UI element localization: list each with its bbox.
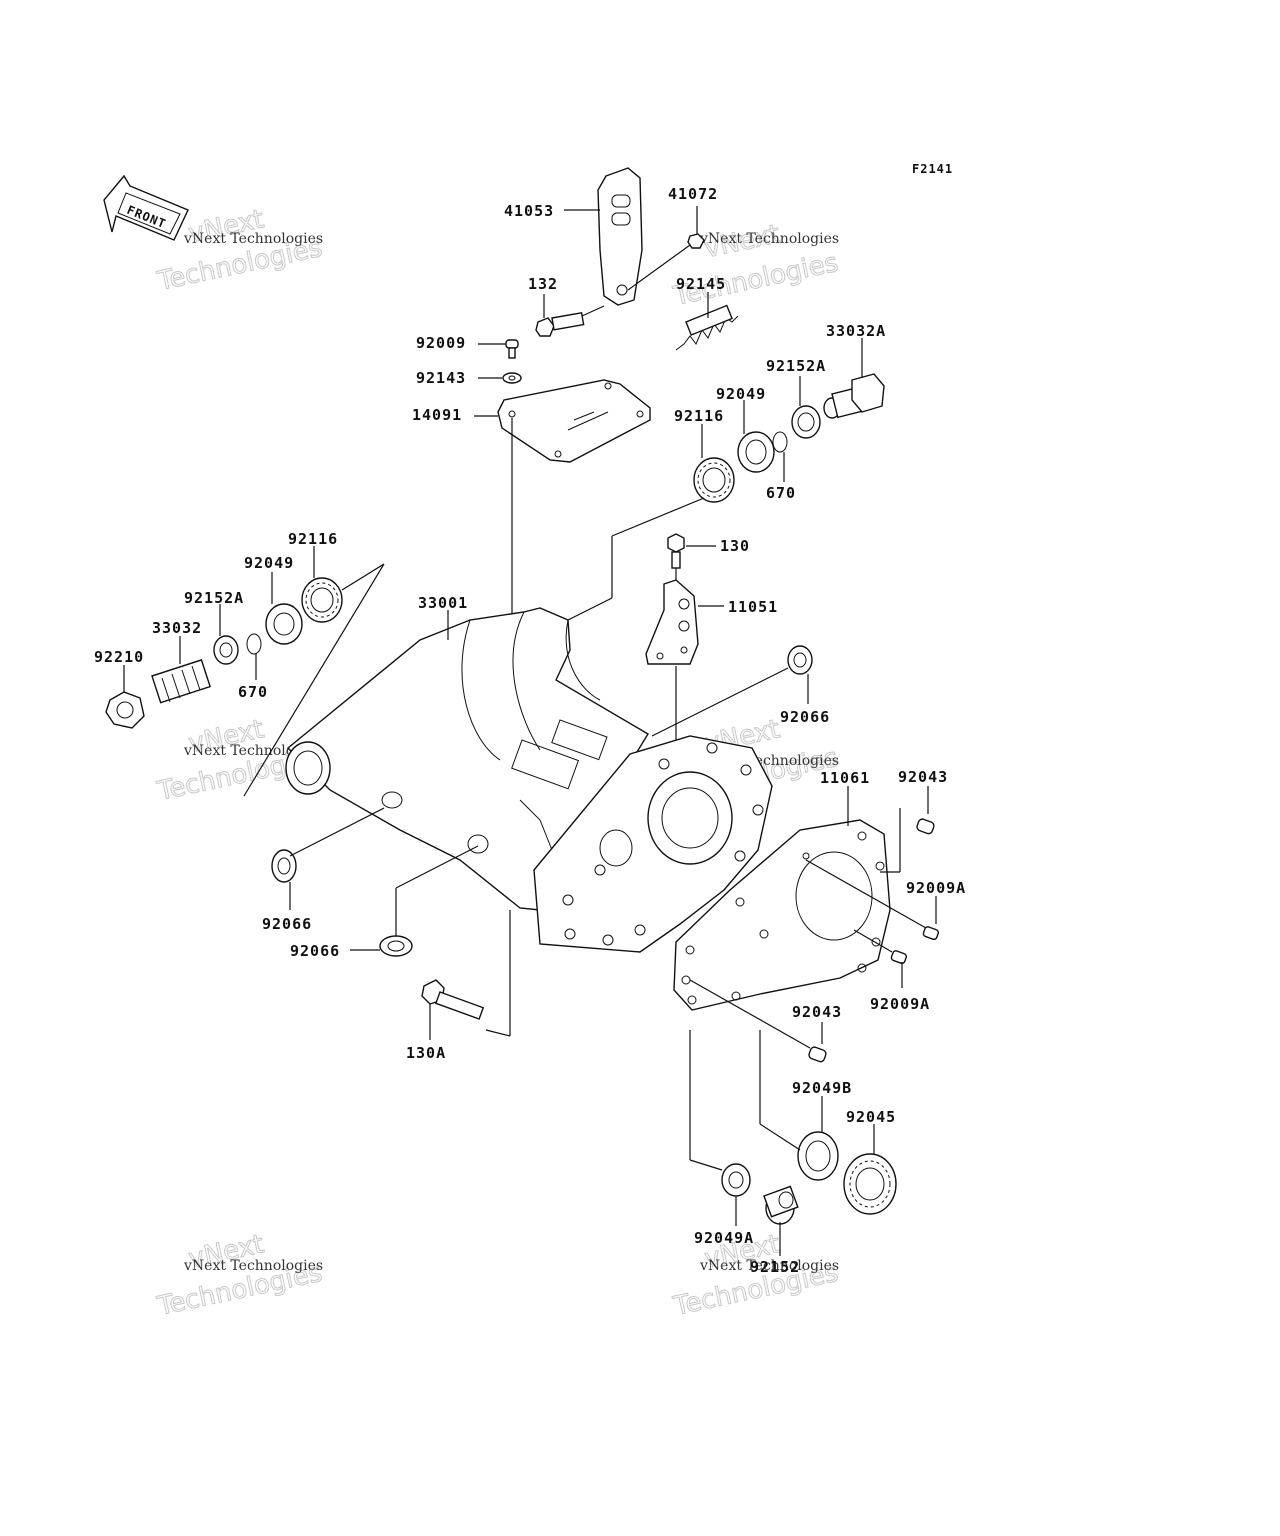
part-label-41053: 41053 [504,202,554,220]
nut-92210-part [105,665,145,729]
part-label-92009A-right: 92009A [906,879,966,897]
dowel-92043-bottom-part [689,979,827,1063]
part-label-92066-right: 92066 [780,708,830,726]
bracket-41053-part [564,167,643,306]
bearing-92045-part [843,1124,897,1215]
watermark-top-right: vNext Technologies [670,219,842,313]
part-label-92049B: 92049B [792,1079,852,1097]
part-label-92066-left: 92066 [262,915,312,933]
diagram-code: F2141 [912,162,953,176]
bolt-130-part [667,533,716,590]
collar-92152-part [763,1185,799,1256]
part-label-92045: 92045 [846,1108,896,1126]
nut-41072-part [627,206,705,291]
part-label-92152: 92152 [750,1258,800,1276]
seal-92049-left-part [265,572,303,645]
watermark-text: vNext Technologies [183,1258,323,1274]
watermark-text: vNext Technologies [699,231,839,247]
part-label-670-right: 670 [766,484,796,502]
part-label-92116-left: 92116 [288,530,338,548]
bearing-92116-right-part [567,424,735,621]
part-label-92152A-right: 92152A [766,357,826,375]
part-label-130A: 130A [406,1044,446,1062]
washer-92152A-left-part [213,604,239,665]
part-label-92066-bottom: 92066 [290,942,340,960]
part-label-92210: 92210 [94,648,144,666]
part-label-33032A: 33032A [826,322,886,340]
screw-92009-part [478,339,519,359]
part-label-92009A-bottom: 92009A [870,995,930,1013]
front-arrow-icon: FRONT [103,174,189,241]
bushing-92066-right-part [651,645,813,737]
watermark-text: vNext Technologies [183,743,323,759]
part-label-92152A-left: 92152A [184,589,244,607]
part-label-92043-bottom: 92043 [792,1003,842,1021]
washer-92143-part [478,372,522,384]
circlip-670-left-part [246,633,262,680]
bushing-92066-bottom-part [350,845,479,957]
watermark-text: vNext Technologies [699,1258,839,1274]
dowel-92043-top-part [880,786,935,873]
part-label-92143: 92143 [416,369,466,387]
part-label-92043-top: 92043 [898,768,948,786]
bolt-33032-part [151,636,211,704]
gasket-11061-part [673,786,891,1011]
part-label-33032: 33032 [152,619,202,637]
part-label-33001: 33001 [418,594,468,612]
screw-92009A-bottom-part [853,929,908,988]
part-label-92116-right: 92116 [674,407,724,425]
seal-92049A-part [689,1030,751,1226]
seal-92049B-part [759,1030,839,1181]
part-label-11051: 11051 [728,598,778,616]
part-label-130: 130 [720,537,750,555]
bushing-92066-left-part [271,807,385,910]
part-label-92009: 92009 [416,334,466,352]
bolt-33032A-part [823,338,885,419]
bearing-92116-left-part [243,546,385,797]
bracket-11051-part [645,579,724,740]
part-label-132: 132 [528,275,558,293]
bolt-130A-part [421,910,511,1040]
watermark-text: vNext Technologies [183,231,323,247]
part-label-92049-right: 92049 [716,385,766,403]
bolt-132-part [535,294,605,337]
part-label-670-left-text: 670 [238,683,268,701]
seal-92049-right-part [737,400,775,473]
spring-92145-part [675,292,739,351]
part-label-11061: 11061 [820,769,870,787]
circlip-670-right-part [772,431,788,482]
part-label-92049A: 92049A [694,1229,754,1247]
part-label-92049-left: 92049 [244,554,294,572]
screw-92009A-right-part [805,859,940,941]
part-label-14091: 14091 [412,406,462,424]
gear-case-part [533,735,773,953]
washer-92152A-right-part [791,376,821,439]
part-label-41072: 41072 [668,185,718,203]
part-label-92145: 92145 [676,275,726,293]
